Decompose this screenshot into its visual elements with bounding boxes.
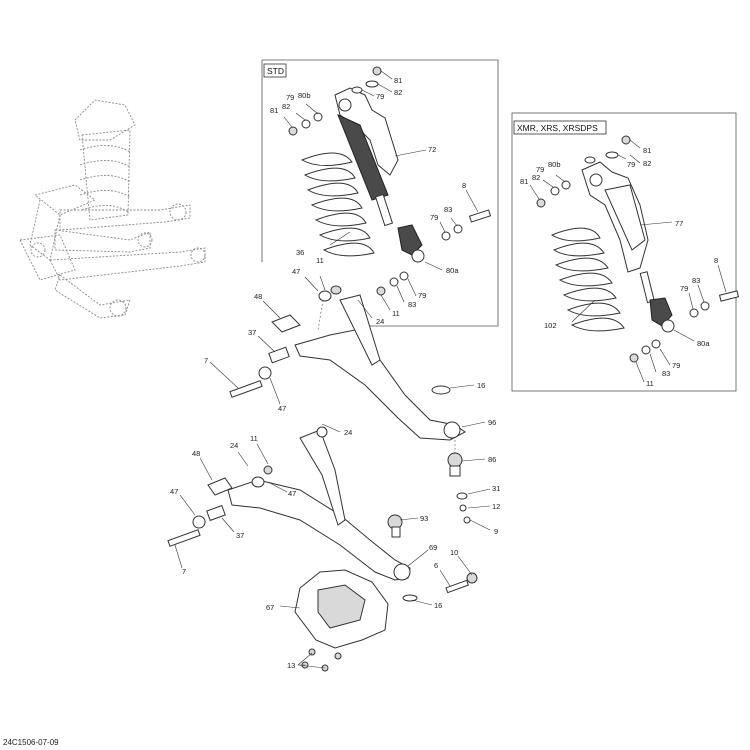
std-shock-absorber (334, 87, 425, 263)
label-82: 82 (282, 102, 290, 111)
label-83: 83 (692, 276, 700, 285)
xmr-hardware (536, 135, 740, 363)
diagram-reference-code: 24C1506-07-09 (3, 738, 59, 747)
label-48: 48 (254, 292, 262, 301)
label-24: 24 (230, 441, 238, 450)
label-47: 47 (292, 267, 300, 276)
label-81: 81 (270, 106, 278, 115)
label-72: 72 (428, 145, 436, 154)
label-79: 79 (672, 361, 680, 370)
label-47: 47 (288, 489, 296, 498)
label-86: 86 (488, 455, 496, 464)
label-24: 24 (344, 428, 352, 437)
label-79: 79 (286, 93, 294, 102)
label-82: 82 (394, 88, 402, 97)
assembly-overview-ghost (19, 99, 206, 319)
upper-a-arm-group: 11 47 48 24 37 7 47 16 96 86 (204, 256, 496, 477)
upper-a-arm (294, 329, 466, 441)
xmr-shock-box: XMR, XRS, XRSDPS (511, 112, 740, 392)
label-16: 16 (434, 601, 442, 610)
label-82: 82 (643, 159, 651, 168)
label-11: 11 (392, 309, 400, 318)
label-48: 48 (192, 449, 200, 458)
label-37: 37 (236, 531, 244, 540)
label-82: 82 (532, 173, 540, 182)
std-spring (300, 152, 375, 257)
std-box-title: STD (267, 66, 284, 76)
label-96: 96 (488, 418, 496, 427)
label-9: 9 (494, 527, 498, 536)
label-11: 11 (250, 434, 258, 443)
label-80a: 80a (697, 339, 710, 348)
label-6: 6 (434, 561, 438, 570)
label-102: 102 (544, 321, 557, 330)
label-80b: 80b (548, 160, 561, 169)
label-80a: 80a (446, 266, 459, 275)
xmr-shock-absorber (581, 161, 675, 333)
label-79: 79 (680, 284, 688, 293)
label-77: 77 (675, 219, 683, 228)
label-69: 69 (429, 543, 437, 552)
xmr-box-title: XMR, XRS, XRSDPS (517, 123, 598, 133)
label-79: 79 (627, 160, 635, 169)
label-83: 83 (408, 300, 416, 309)
label-7: 7 (204, 356, 208, 365)
label-67: 67 (266, 603, 274, 612)
label-10: 10 (450, 548, 458, 557)
label-11: 11 (646, 379, 654, 388)
label-81: 81 (520, 177, 528, 186)
label-47: 47 (170, 487, 178, 496)
label-11: 11 (316, 256, 324, 265)
label-79: 79 (418, 291, 426, 300)
label-79: 79 (536, 165, 544, 174)
label-79: 79 (376, 92, 384, 101)
label-79: 79 (430, 213, 438, 222)
label-36: 36 (296, 248, 304, 257)
label-7: 7 (182, 567, 186, 576)
label-8: 8 (714, 256, 718, 265)
label-31: 31 (492, 484, 500, 493)
label-93: 93 (420, 514, 428, 523)
label-47: 47 (278, 404, 286, 413)
lower-a-arm-group: 24 24 11 48 47 47 31 12 9 93 37 7 69 10 … (167, 423, 500, 672)
label-81: 81 (394, 76, 402, 85)
label-16: 16 (477, 381, 485, 390)
label-83: 83 (662, 369, 670, 378)
label-12: 12 (492, 502, 500, 511)
label-80b: 80b (298, 91, 311, 100)
label-13: 13 (287, 661, 295, 670)
xmr-spring (550, 227, 625, 332)
label-83: 83 (444, 205, 452, 214)
lower-a-arm (227, 479, 411, 581)
label-24: 24 (376, 317, 384, 326)
std-shock-box: STD (261, 59, 499, 327)
label-81: 81 (643, 146, 651, 155)
label-37: 37 (248, 328, 256, 337)
label-8: 8 (462, 181, 466, 190)
